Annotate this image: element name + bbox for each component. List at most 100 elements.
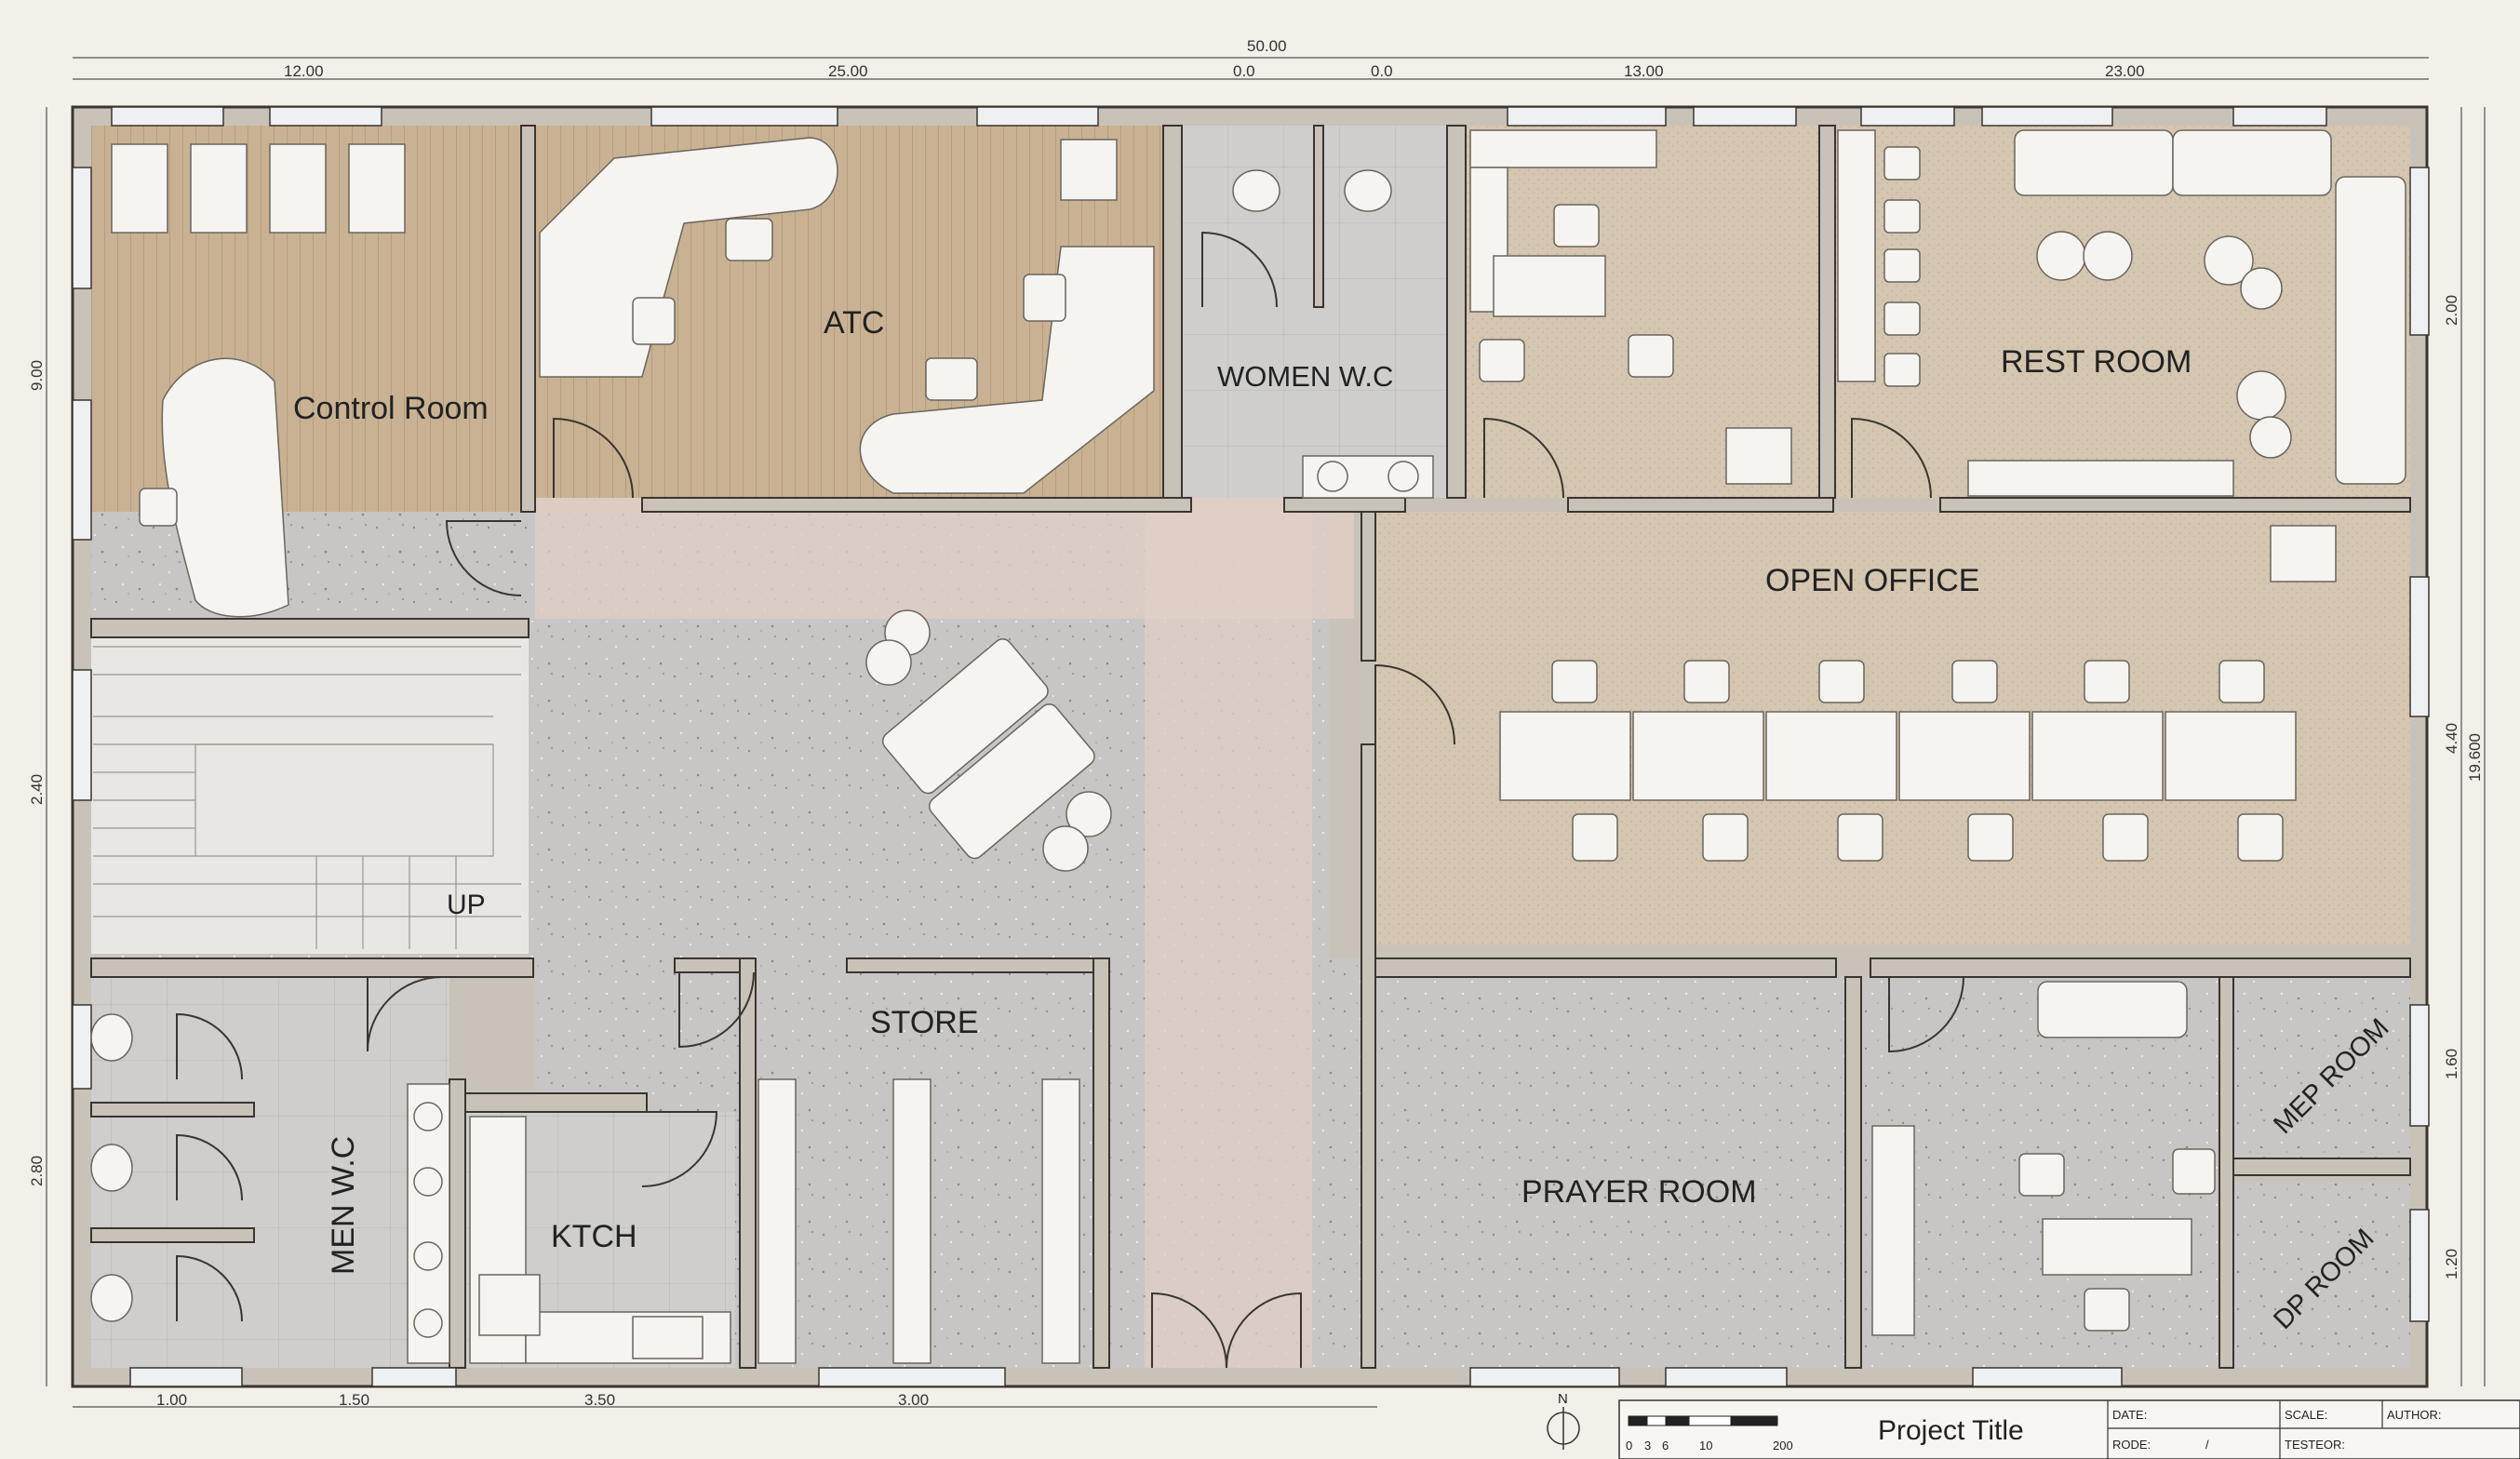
north-label: N — [1558, 1391, 1568, 1407]
round-table — [2204, 235, 2254, 286]
doors — [176, 231, 1964, 1369]
dim-bottom-2: 1.50 — [339, 1391, 369, 1409]
sofa — [2172, 129, 2332, 196]
office-chair — [1628, 334, 1674, 378]
shelf — [892, 1078, 932, 1364]
title-block: 0 3 6 10 200 Project Title DATE: SCALE: … — [1618, 1399, 2520, 1459]
mep-room-floor — [2232, 977, 2410, 1163]
admin-desk — [2042, 1218, 2192, 1276]
dim-top-0b: 0.0 — [1371, 62, 1393, 80]
open-office-chair — [1951, 660, 1998, 703]
rode-label: RODE: — [2112, 1438, 2151, 1452]
interior-walls — [90, 125, 2411, 1369]
sink — [1317, 461, 1348, 492]
stool — [1883, 353, 1921, 387]
round-table — [1042, 825, 1089, 872]
toilet — [1344, 169, 1392, 212]
workstation — [1632, 711, 1764, 801]
dimension-lines — [46, 57, 2486, 1408]
open-office-chair — [1837, 813, 1883, 862]
open-office-chair — [2218, 660, 2265, 703]
dim-top-12: 12.00 — [284, 62, 324, 80]
lobby-sofa — [881, 638, 1049, 795]
urinal — [413, 1241, 443, 1271]
staircase — [93, 646, 521, 949]
room-label-ktch: KTCH — [551, 1219, 637, 1254]
toilet — [90, 1144, 133, 1192]
workstation — [1898, 711, 2031, 801]
room-label-men-wc: MEN W.C — [326, 1136, 361, 1275]
dimension-labels: 50.00 12.00 25.00 0.0 0.0 13.00 23.00 1.… — [28, 37, 2484, 1409]
room-label-atc: ATC — [824, 305, 884, 341]
round-table — [865, 639, 912, 686]
room-label-store: STORE — [870, 1005, 979, 1040]
sink — [1387, 461, 1419, 492]
urinal — [413, 1167, 443, 1197]
open-office-chair — [1818, 660, 1865, 703]
stool — [1883, 199, 1921, 234]
room-label-rest-room: REST ROOM — [2001, 344, 2192, 380]
north-arrow: N — [1547, 1391, 1580, 1450]
shelf — [757, 1078, 797, 1364]
kitchen-sink — [632, 1316, 704, 1359]
dim-right-3: 1.60 — [2443, 1049, 2460, 1079]
open-office-chair — [1702, 813, 1749, 862]
scale-label: SCALE: — [2285, 1408, 2327, 1422]
admin-chair — [2084, 1288, 2130, 1332]
office-chair — [1553, 204, 1600, 248]
dim-bottom-3: 3.50 — [584, 1391, 615, 1409]
testeor-label: TESTEOR: — [2285, 1438, 2345, 1452]
stool — [1883, 248, 1921, 283]
project-title: Project Title — [1878, 1415, 2024, 1446]
furniture — [90, 129, 2406, 1364]
copier — [1725, 427, 1792, 485]
room-label-prayer-room: PRAYER ROOM — [1521, 1174, 1757, 1210]
room-label-women-wc: WOMEN W.C — [1217, 360, 1393, 393]
dim-bottom-4: 3.00 — [898, 1391, 929, 1409]
scale-tick-6: 6 — [1662, 1439, 1669, 1452]
atc-chair — [1023, 274, 1066, 322]
atc-console — [539, 137, 838, 378]
prayer-room-floor — [1375, 977, 1845, 1368]
open-office-chair — [2084, 660, 2130, 703]
cabinet — [1871, 1125, 1915, 1336]
dim-bottom-1: 1.00 — [156, 1391, 187, 1409]
round-table — [1066, 791, 1112, 837]
urinal — [413, 1308, 443, 1338]
round-table — [2249, 416, 2292, 459]
dim-right-2: 4.40 — [2443, 723, 2460, 754]
open-office-chair — [1551, 660, 1598, 703]
atc-chair — [925, 357, 978, 401]
sofa — [2037, 981, 2188, 1038]
scale-tick-3: 3 — [1644, 1439, 1651, 1452]
open-office-chair — [1967, 813, 2014, 862]
dim-left-1: 9.00 — [28, 360, 46, 391]
sofa — [2335, 176, 2406, 485]
corridor-strip-vertical — [1145, 498, 1312, 1368]
operator-chair — [139, 488, 178, 527]
workstation — [1499, 711, 1631, 801]
room-label-open-office: OPEN OFFICE — [1765, 563, 1979, 598]
stove — [478, 1274, 541, 1336]
toilet — [1232, 169, 1280, 212]
control-desk — [111, 143, 168, 234]
kitchenette — [1967, 460, 2234, 497]
toilet — [90, 1274, 133, 1322]
dim-right-4: 1.20 — [2443, 1249, 2460, 1279]
workstation — [2031, 711, 2164, 801]
office-chair — [1479, 339, 1525, 382]
stool — [1883, 301, 1921, 336]
dp-room-floor — [2232, 1182, 2410, 1368]
round-table — [2083, 231, 2133, 281]
rode-value: / — [2205, 1438, 2209, 1452]
floors — [91, 126, 2410, 1368]
round-table — [2036, 231, 2086, 281]
office-desk — [1493, 255, 1606, 317]
sofa — [2014, 129, 2174, 196]
windows — [72, 106, 2430, 1387]
atc-chair — [725, 218, 773, 261]
shelf — [1041, 1078, 1080, 1364]
dim-top-total: 50.00 — [1247, 37, 1287, 55]
workstation — [2165, 711, 2297, 801]
admin-chair — [2018, 1153, 2065, 1197]
